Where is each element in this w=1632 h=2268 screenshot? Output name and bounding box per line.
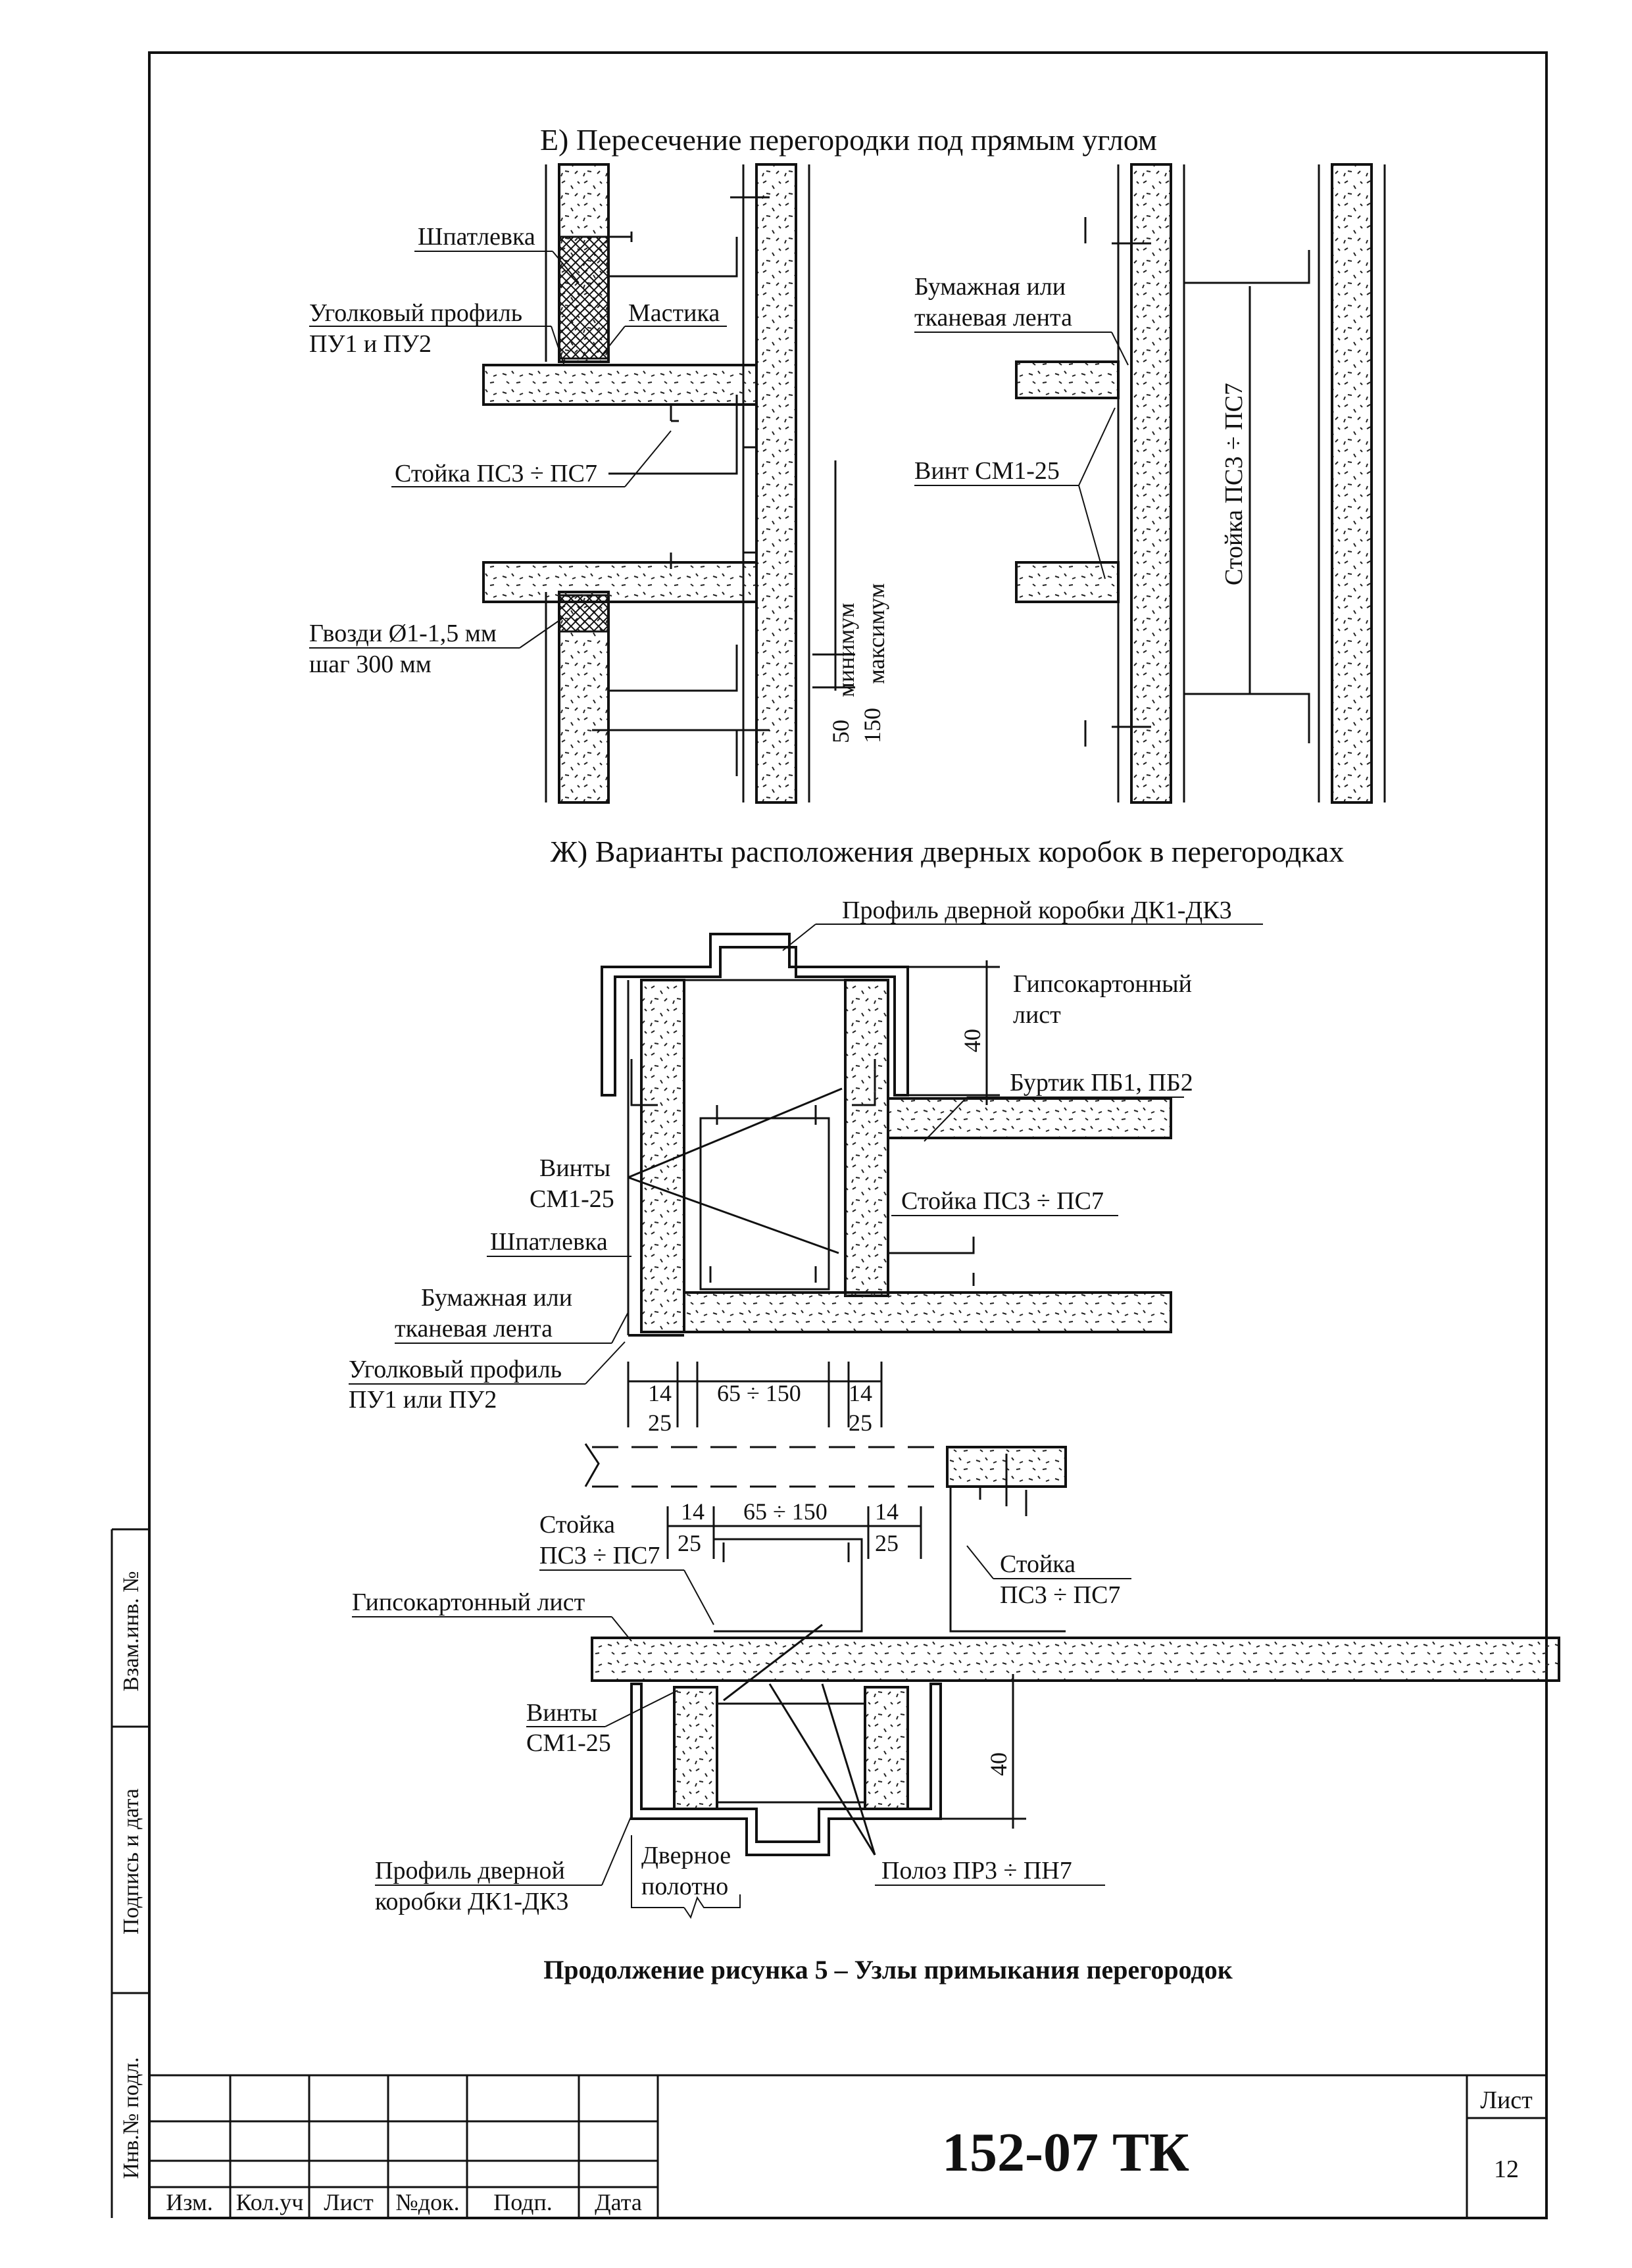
dim-50: 50: [828, 720, 854, 743]
label-door-profile-1: Профиль дверной: [375, 1857, 565, 1885]
label-corner-zh-2: ПУ1 или ПУ2: [349, 1386, 497, 1414]
section-e-right-labels: Бумажная или тканевая лента Винт СМ1-25 …: [914, 273, 1248, 585]
document-code: 152-07 ТК: [942, 2122, 1189, 2183]
label-tape-zh-2: тканевая лента: [395, 1315, 553, 1343]
dim-40-top: 40: [959, 1029, 985, 1052]
sheet-label: Лист: [1480, 2086, 1533, 2114]
label-stud-a-2: ПС3 ÷ ПС7: [539, 1542, 660, 1569]
section-e-title: Е) Пересечение перегородки под прямым уг…: [540, 123, 1157, 157]
label-stud-b-1: Стойка: [1000, 1550, 1076, 1578]
side-strip-label-2: Подпись и дата: [119, 1788, 143, 1935]
label-gkl-1: Гипсокартонный: [1013, 970, 1192, 998]
dim-150: 150: [859, 708, 885, 743]
label-screws-1: Винты: [539, 1154, 610, 1182]
side-strip-label-3: Инв.№ подл.: [119, 2057, 143, 2179]
label-runner: Полоз ПР3 ÷ ПН7: [881, 1857, 1072, 1885]
label-door-profile: Профиль дверной коробки ДК1-ДК3: [842, 897, 1232, 924]
dim-65-150-top: 65 ÷ 150: [717, 1380, 801, 1406]
label-screw: Винт СМ1-25: [914, 457, 1060, 485]
label-tape-zh-1: Бумажная или: [421, 1284, 572, 1312]
dim-25-left: 25: [648, 1410, 672, 1436]
dim-14-b-left: 14: [681, 1498, 705, 1525]
label-screws2-1: Винты: [526, 1699, 597, 1727]
label-stud-zh: Стойка ПС3 ÷ ПС7: [901, 1187, 1104, 1215]
label-mastic: Мастика: [628, 299, 720, 327]
label-screws-2: СМ1-25: [530, 1185, 614, 1213]
label-gkl-2: лист: [1013, 1001, 1061, 1029]
label-stud-a-1: Стойка: [539, 1511, 615, 1539]
side-strip-label-1: Взам.инв. №: [119, 1571, 143, 1691]
section-e-left-detail: [482, 163, 855, 804]
label-putty-zh: Шпатлевка: [490, 1228, 608, 1256]
section-zh-bottom-labels: 14 25 65 ÷ 150 14 25 Стойка ПС3 ÷ ПС7 Ст…: [352, 1498, 1131, 1919]
label-gkl-full: Гипсокартонный лист: [352, 1589, 585, 1616]
label-tape-2: тканевая лента: [914, 304, 1072, 332]
label-nails-1: Гвозди Ø1-1,5 мм: [309, 620, 497, 647]
dim-max: максимум: [863, 583, 889, 684]
side-strip: Взам.инв. № Подпись и дата Инв.№ подл.: [119, 1571, 143, 2179]
dim-min: минимум: [833, 603, 859, 697]
section-zh-top-labels: Профиль дверной коробки ДК1-ДК3 Гипсокар…: [349, 897, 1263, 1436]
label-stud: Стойка ПС3 ÷ ПС7: [395, 460, 597, 487]
label-stud-b-2: ПС3 ÷ ПС7: [1000, 1581, 1120, 1609]
dim-25-b-left: 25: [678, 1530, 701, 1556]
section-zh-title: Ж) Варианты расположения дверных коробок…: [551, 835, 1345, 868]
section-zh-bottom-detail: [584, 1443, 1560, 1856]
title-block-text: Изм. Кол.уч Лист №док. Подп. Дата 152-07…: [166, 2086, 1533, 2215]
label-corner-profile-1: Уголковый профиль: [309, 299, 522, 327]
dim-14-right: 14: [849, 1380, 872, 1406]
stamp-col-list: Лист: [324, 2189, 374, 2215]
stamp-col-date: Дата: [595, 2189, 642, 2215]
label-stud-vertical: Стойка ПС3 ÷ ПС7: [1220, 383, 1248, 585]
label-corner-profile-2: ПУ1 и ПУ2: [309, 330, 432, 358]
figure-caption: Продолжение рисунка 5 – Узлы примыкания …: [543, 1955, 1233, 1985]
stamp-col-izm: Изм.: [166, 2189, 213, 2215]
label-nails-2: шаг 300 мм: [309, 651, 432, 678]
dim-65-150-bottom: 65 ÷ 150: [743, 1498, 828, 1525]
label-tape-1: Бумажная или: [914, 273, 1066, 301]
dim-40-bottom: 40: [985, 1752, 1012, 1776]
label-bead: Буртик ПБ1, ПБ2: [1010, 1069, 1193, 1097]
label-leaf-2: полотно: [641, 1873, 728, 1900]
dim-25-b-right: 25: [875, 1530, 899, 1556]
dim-14-left: 14: [648, 1380, 672, 1406]
section-e-left-labels: Шпатлевка Уголковый профиль ПУ1 и ПУ2 Ма…: [309, 223, 889, 743]
stamp-col-doc: №док.: [395, 2189, 459, 2215]
label-leaf-1: Дверное: [641, 1842, 731, 1869]
title-block: [148, 2074, 1548, 2219]
label-putty: Шпатлевка: [418, 223, 535, 251]
label-screws2-2: СМ1-25: [526, 1729, 611, 1757]
sheet-number: 12: [1494, 2156, 1519, 2183]
label-corner-zh-1: Уголковый профиль: [349, 1356, 562, 1383]
dim-25-right: 25: [849, 1410, 872, 1436]
label-door-profile-2: коробки ДК1-ДК3: [375, 1888, 568, 1915]
section-zh-top-detail: [601, 933, 1172, 1427]
dim-14-b-right: 14: [875, 1498, 899, 1525]
section-e-right-detail: [1015, 163, 1386, 804]
stamp-col-sign: Подп.: [493, 2189, 553, 2215]
stamp-col-kol: Кол.уч: [236, 2189, 304, 2215]
